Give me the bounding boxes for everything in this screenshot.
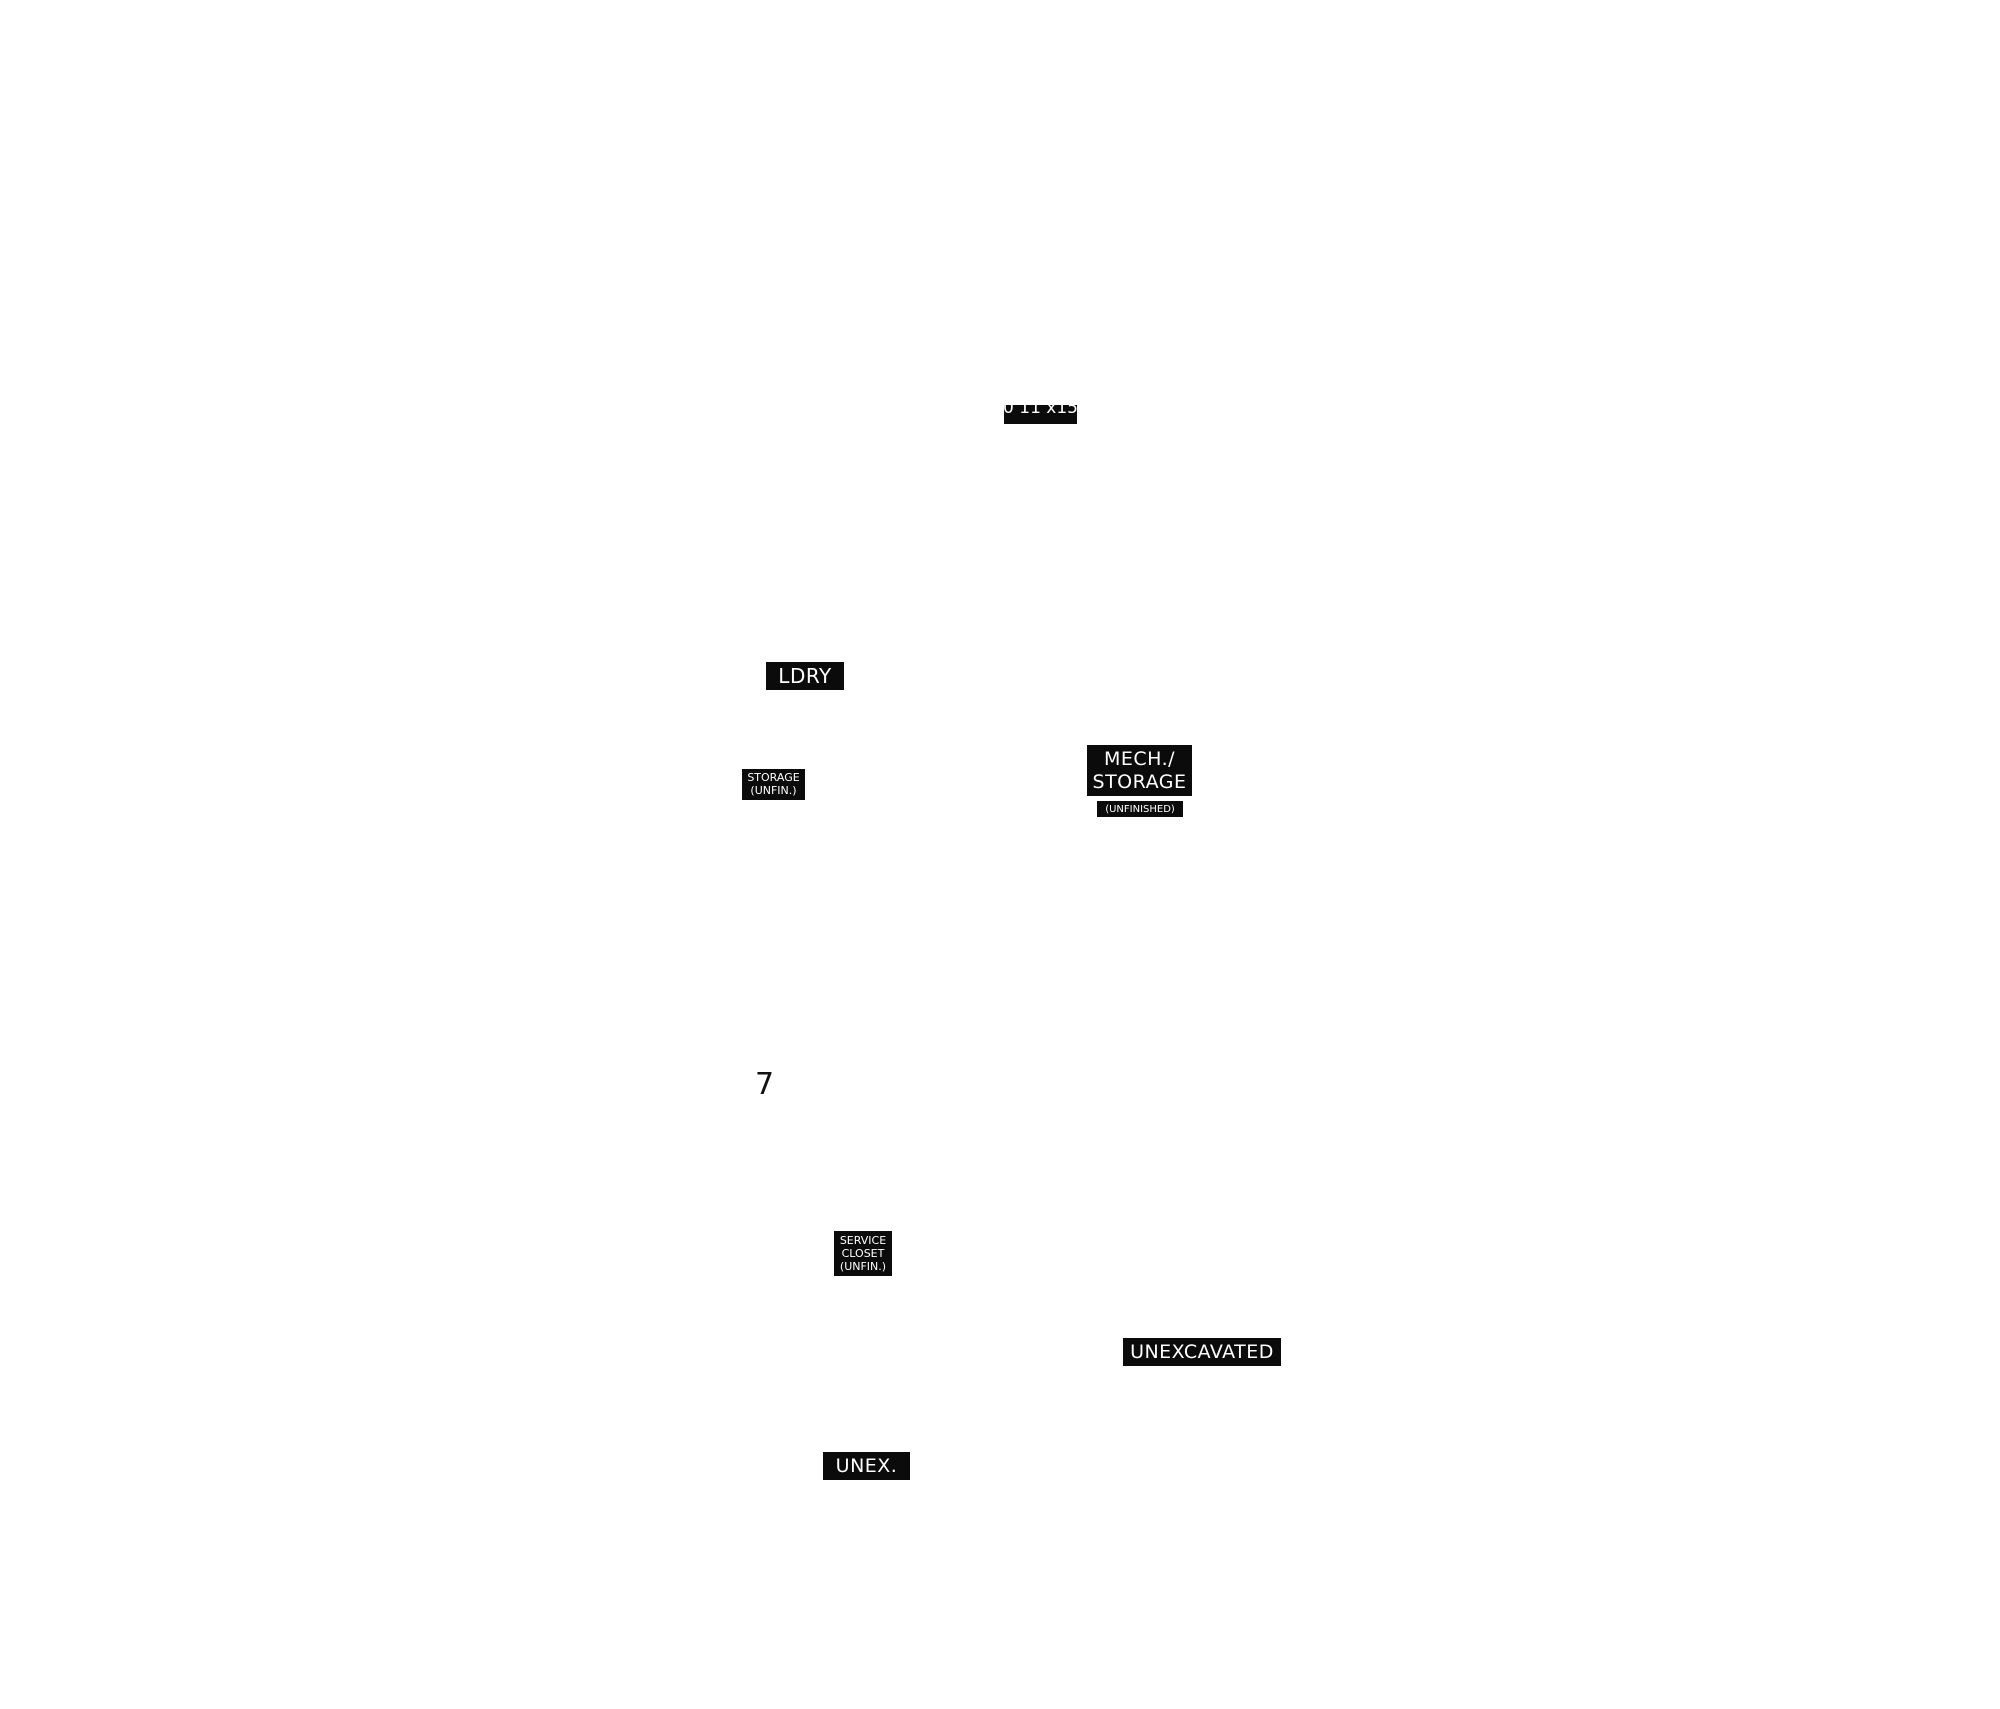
service-closet-line-2: CLOSET bbox=[841, 1246, 885, 1260]
mech-storage-line-1: MECH./ bbox=[1103, 747, 1176, 770]
room-dimension-label: 0 11 x15 bbox=[1004, 405, 1077, 424]
storage-room-label: STORAGE (UNFIN.) bbox=[742, 769, 805, 800]
unfinished-note-label: (UNFINISHED) bbox=[1097, 801, 1183, 817]
room-dimension-text: 0 11 x15 bbox=[1004, 405, 1077, 419]
storage-room-line-2: (UNFIN.) bbox=[750, 783, 797, 797]
unex-area-text: UNEX. bbox=[835, 1454, 898, 1477]
mech-storage-line-2: STORAGE bbox=[1092, 770, 1187, 793]
unfinished-note-text: (UNFINISHED) bbox=[1105, 803, 1175, 815]
unexcavated-area-label: UNEXCAVATED bbox=[1123, 1338, 1281, 1366]
unexcavated-area-text: UNEXCAVATED bbox=[1130, 1340, 1274, 1363]
service-closet-line-1: SERVICE bbox=[839, 1233, 887, 1247]
mech-storage-room-label: MECH./ STORAGE bbox=[1087, 745, 1192, 796]
storage-room-line-1: STORAGE bbox=[747, 770, 800, 784]
plan-number-label: 7 bbox=[755, 1067, 775, 1102]
service-closet-label: SERVICE CLOSET (UNFIN.) bbox=[834, 1231, 892, 1276]
service-closet-line-3: (UNFIN.) bbox=[839, 1260, 887, 1274]
laundry-room-text: LDRY bbox=[778, 664, 832, 688]
unex-area-label: UNEX. bbox=[823, 1452, 910, 1480]
laundry-room-label: LDRY bbox=[766, 662, 844, 690]
